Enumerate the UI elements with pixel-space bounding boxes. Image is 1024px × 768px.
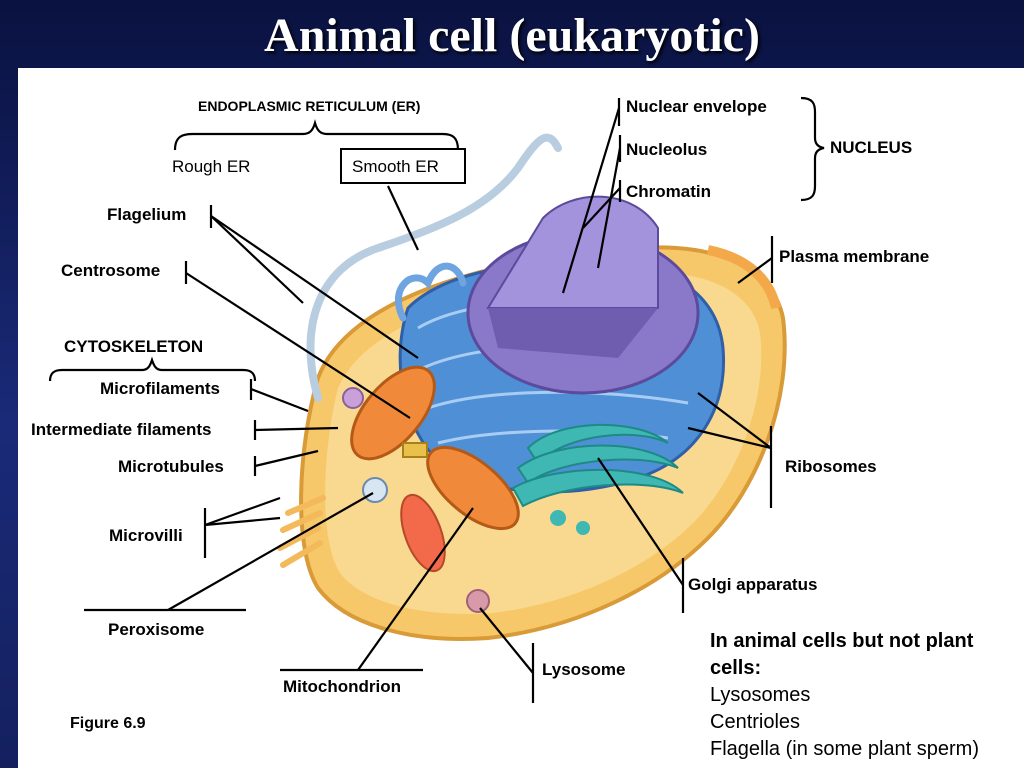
nucleus-brace	[800, 96, 825, 202]
plasma-membrane-label: Plasma membrane	[779, 247, 930, 266]
smooth-er-label: Smooth ER	[352, 157, 439, 176]
note-item: Lysosomes	[710, 684, 811, 706]
intermediate-filaments-label: Intermediate filaments	[31, 420, 212, 439]
golgi-shape	[526, 423, 669, 465]
nucleolus-shape	[486, 195, 659, 309]
note-box: In animal cells but not plant cells: Lys…	[710, 628, 1022, 763]
note-heading: In animal cells but not plant cells:	[710, 630, 974, 679]
peroxisome-shape	[362, 477, 388, 503]
ribosomes-label: Ribosomes	[785, 457, 877, 476]
leader-lines	[48, 96, 825, 703]
slide-title: Animal cell (eukaryotic)	[264, 9, 760, 62]
chromatin-label: Chromatin	[626, 182, 711, 201]
microtubules-label: Microtubules	[118, 457, 224, 476]
microvilli-label: Microvilli	[109, 526, 183, 545]
flagellum-shape	[306, 133, 562, 402]
smooth-er-shape	[394, 262, 467, 322]
diagram-panel: ENDOPLASMIC RETICULUM (ER) Rough ER Smoo…	[18, 68, 1024, 768]
rough-er-label: Rough ER	[172, 157, 251, 176]
nucleus-label: NUCLEUS	[830, 138, 913, 157]
centrosome-label: Centrosome	[61, 261, 161, 280]
golgi-apparatus-label: Golgi apparatus	[688, 575, 818, 594]
smooth-er-box	[340, 148, 466, 184]
microvilli-shape	[277, 495, 326, 568]
er-group-label: ENDOPLASMIC RETICULUM (ER)	[198, 98, 421, 114]
mitochondrion-label: Mitochondrion	[283, 677, 402, 696]
mitochondrion-shape-1	[350, 365, 436, 461]
cytoskeleton-brace	[48, 356, 257, 382]
flagelium-label: Flagelium	[107, 205, 187, 224]
lysosome-shape	[466, 589, 490, 613]
microfilaments-label: Microfilaments	[100, 379, 220, 398]
lysosome-label: Lysosome	[542, 660, 626, 679]
figure-caption: Figure 6.9	[70, 715, 146, 732]
note-item: Centrioles	[710, 711, 801, 733]
nuclear-envelope-label: Nuclear envelope	[626, 97, 767, 116]
cell-illustration	[48, 96, 825, 703]
centrosome-shape	[402, 442, 428, 458]
nucleolus-label: Nucleolus	[626, 140, 708, 159]
cytoskeleton-label: CYTOSKELETON	[64, 337, 204, 356]
note-item: Flagella (in some plant sperm)	[710, 738, 979, 760]
er-brace	[173, 118, 460, 151]
peroxisome-label: Peroxisome	[108, 620, 205, 639]
mitochondrion-shape-3	[400, 493, 446, 573]
mitochondrion-shape-2	[426, 445, 520, 531]
